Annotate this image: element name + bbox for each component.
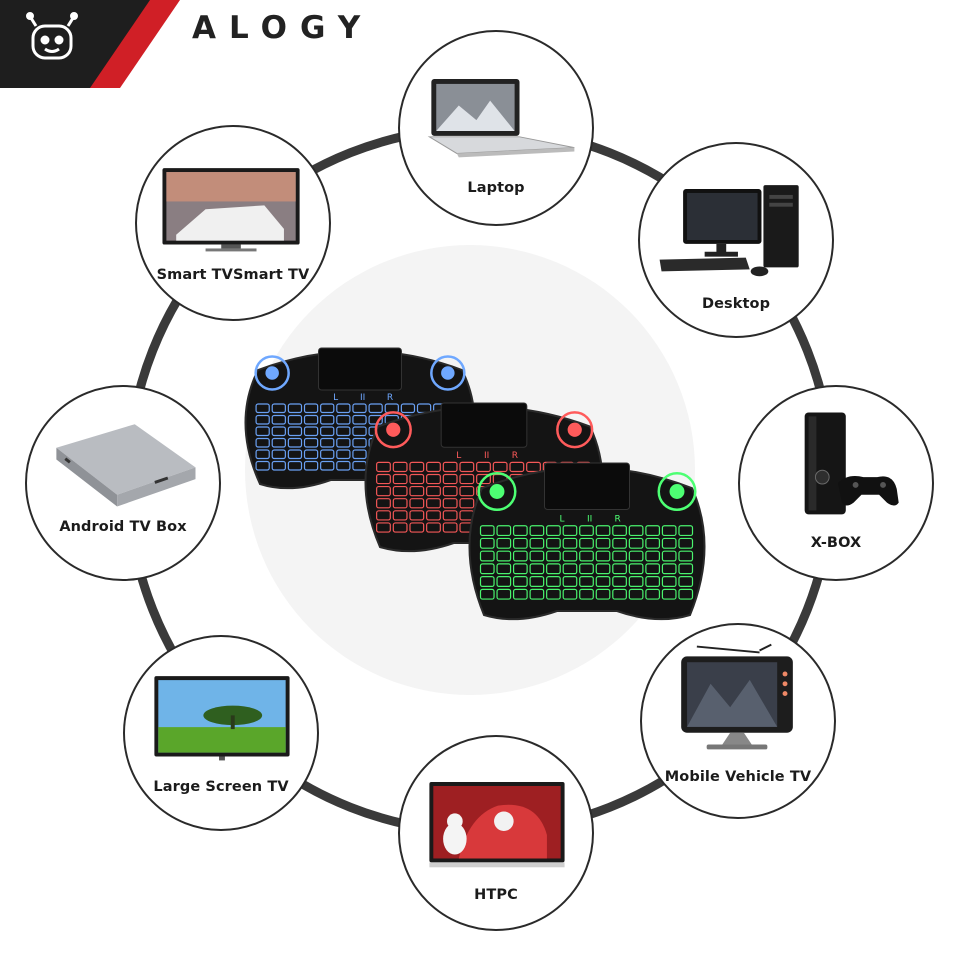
device-node-htpc: HTPC [398,735,594,931]
tv-box-icon [56,424,196,507]
large-tv-icon [154,676,290,761]
touchpad-key-label: L [560,514,565,524]
device-node-desktop: Desktop [638,142,834,338]
touchpad-key-label: L [333,393,338,403]
device-label-smart-tv: Smart TVSmart TV [156,267,310,283]
smart-tv-icon [162,168,300,252]
vehicle-tv-icon [681,643,793,750]
robot-head-icon [26,12,78,60]
touchpad-key-label: II [360,393,365,403]
brand-logo-badge [0,0,180,88]
device-label-laptop: Laptop [467,180,525,196]
device-label-xbox: X-BOX [810,535,862,551]
touchpad-key-label: R [387,393,393,403]
desktop-computer-icon [659,185,799,277]
device-label-large-screen-tv: Large Screen TV [153,779,289,795]
keyboard-green: L II R [468,462,706,621]
device-node-laptop: Laptop [398,30,594,226]
touchpad-key-label: R [512,451,518,461]
device-label-desktop: Desktop [701,296,771,312]
device-node-xbox: X-BOX [738,385,934,581]
device-node-large-screen-tv: Large Screen TV [123,635,319,831]
laptop-icon [427,79,575,158]
device-node-android-tv-box: Android TV Box [25,385,221,581]
brand-header: ALOGY [0,0,960,88]
device-label-mobile-vehicle-tv: Mobile Vehicle TV [664,769,812,785]
touchpad-key-label: L [456,451,461,461]
brand-name: ALOGY [192,10,374,46]
device-label-htpc: HTPC [474,887,518,903]
htpc-tv-icon [429,782,565,868]
touchpad-key-label: II [484,451,489,461]
device-node-mobile-vehicle-tv: Mobile Vehicle TV [640,623,836,819]
touchpad-key-label: II [587,514,592,524]
xbox-console-icon [804,412,899,515]
touchpad-key-label: R [615,514,621,524]
device-label-android-tv-box: Android TV Box [59,519,187,535]
device-node-smart-tv: Smart TVSmart TV [135,125,331,321]
